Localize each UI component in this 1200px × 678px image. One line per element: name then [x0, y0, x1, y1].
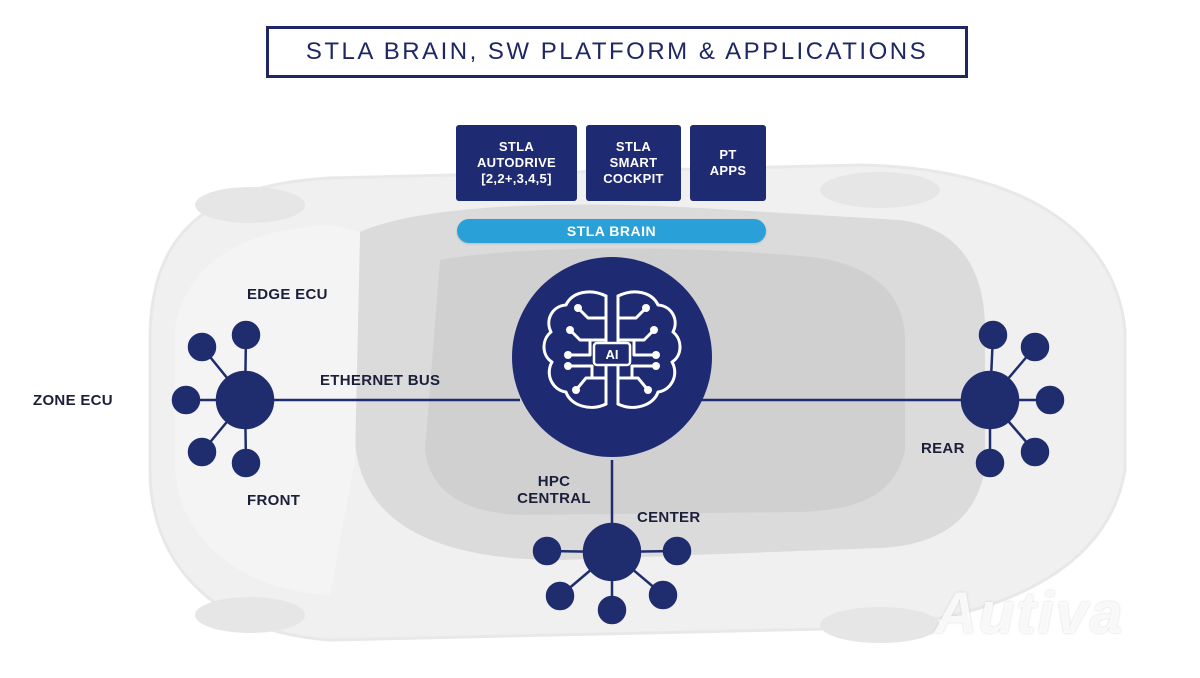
label-front: FRONT: [247, 492, 301, 509]
label-zone-ecu: ZONE ECU: [33, 392, 113, 409]
wheel-rear-left: [820, 172, 940, 208]
zone-node-front: [171, 320, 275, 478]
label-edge-ecu: EDGE ECU: [247, 286, 328, 303]
page-title: STLA BRAIN, SW PLATFORM & APPLICATIONS: [266, 26, 968, 78]
label-hpc-central: HPC CENTRAL: [517, 473, 591, 507]
label-rear: REAR: [921, 440, 965, 457]
stla-brain-bar: STLA BRAIN: [457, 219, 766, 243]
wheel-front-right: [195, 597, 305, 633]
app-stla-autodrive: STLA AUTODRIVE [2,2+,3,4,5]: [456, 125, 577, 201]
wheel-front-left: [195, 187, 305, 223]
app-stla-smart-cockpit: STLA SMART COCKPIT: [586, 125, 681, 201]
wheel-rear-right: [820, 607, 940, 643]
hub-ai-label: AI: [606, 347, 619, 362]
watermark-logo: Autiva: [935, 581, 1125, 646]
zone-node-center: [532, 522, 692, 625]
app-pt-apps: PT APPS: [690, 125, 766, 201]
label-ethernet-bus: ETHERNET BUS: [320, 372, 441, 389]
zone-node-rear: [960, 320, 1065, 478]
hpc-central-hub: AI: [512, 257, 712, 457]
label-center: CENTER: [637, 509, 701, 526]
circuit-dots: [564, 304, 660, 394]
